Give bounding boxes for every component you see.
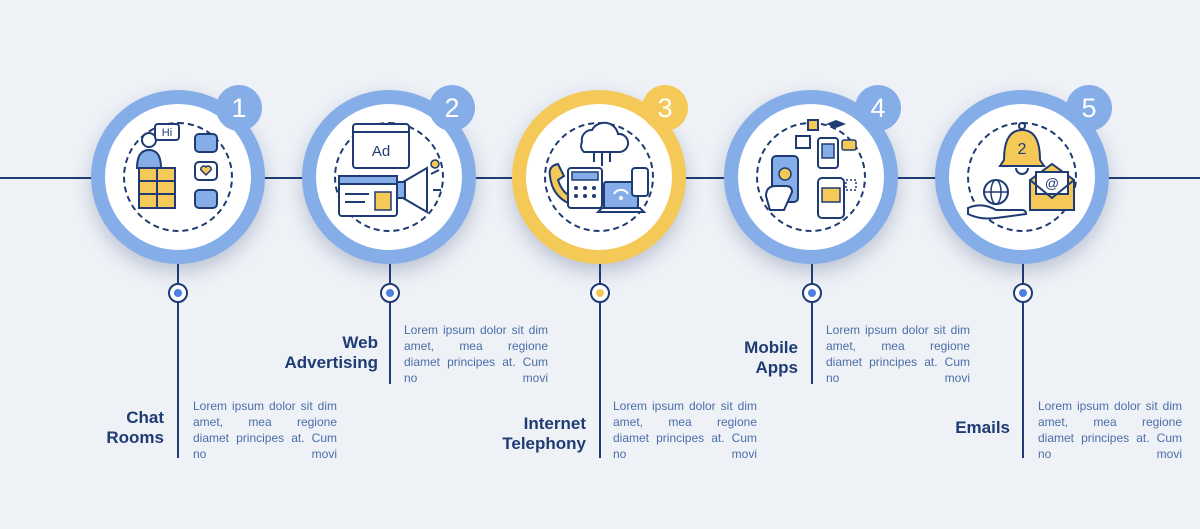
at-symbol: @ <box>1045 175 1059 191</box>
step-2-desc-line2: amet, mea regione <box>404 339 548 353</box>
step-2-title-line2: Advertising <box>284 353 378 372</box>
step-4-desc-line3: diamet principes at. Cum <box>826 355 970 369</box>
step-5-description: Lorem ipsum dolor sit dim amet, mea regi… <box>1038 398 1182 462</box>
step-1-desc-line3: diamet principes at. Cum <box>193 431 337 445</box>
step-4-title-line2: Apps <box>755 358 799 377</box>
step-2-marker <box>380 283 400 303</box>
internet-telephony-icon <box>548 121 649 213</box>
step-3-desc-line4: no movi <box>613 447 757 461</box>
step-1-number-badge: 1 <box>216 85 262 131</box>
step-3-desc-line1: Lorem ipsum dolor sit dim <box>613 399 757 413</box>
step-3-title-line1: Internet <box>523 414 586 433</box>
step-2-desc-line1: Lorem ipsum dolor sit dim <box>404 323 548 337</box>
ad-label: Ad <box>372 143 390 160</box>
step-3-desc-line2: amet, mea regione <box>613 415 757 429</box>
step-4-desc-line2: amet, mea regione <box>826 339 970 353</box>
step-5-connector <box>1022 250 1024 458</box>
step-4-title: Mobile Apps <box>708 338 798 378</box>
step-1-title-line1: Chat <box>126 408 164 427</box>
mobile-apps-icon <box>764 119 857 219</box>
step-4-number-badge: 4 <box>855 85 901 131</box>
step-3-title-line2: Telephony <box>502 434 586 453</box>
step-5-desc-line1: Lorem ipsum dolor sit dim <box>1038 399 1182 413</box>
step-4-desc-line4: no movi <box>826 371 970 385</box>
step-2-description: Lorem ipsum dolor sit dim amet, mea regi… <box>404 322 548 386</box>
bell-number: 2 <box>1018 141 1027 158</box>
step-1-dashed-ring <box>123 122 233 232</box>
step-4-title-line1: Mobile <box>744 338 798 357</box>
step-1-desc-line4: no movi <box>193 447 337 461</box>
step-1-title: Chat Rooms <box>74 408 164 448</box>
step-5-desc-line4: no movi <box>1038 447 1182 461</box>
step-2-title: Web Advertising <box>266 333 378 373</box>
step-4-desc-line1: Lorem ipsum dolor sit dim <box>826 323 970 337</box>
chat-rooms-icon: Hi <box>135 123 218 209</box>
step-3-title: Internet Telephony <box>476 414 586 454</box>
step-5-marker <box>1013 283 1033 303</box>
step-3-marker <box>590 283 610 303</box>
step-4-marker <box>802 283 822 303</box>
step-5-desc-line2: amet, mea regione <box>1038 415 1182 429</box>
step-3-desc-line3: diamet principes at. Cum <box>613 431 757 445</box>
step-4-connector <box>811 250 813 384</box>
step-2-desc-line4: no movi <box>404 371 548 385</box>
step-1-description: Lorem ipsum dolor sit dim amet, mea regi… <box>193 398 337 462</box>
step-5-desc-line3: diamet principes at. Cum <box>1038 431 1182 445</box>
step-2-connector <box>389 250 391 384</box>
step-5-title-line2: Emails <box>955 418 1010 437</box>
step-1-desc-line2: amet, mea regione <box>193 415 337 429</box>
emails-icon: 2 @ <box>967 122 1075 220</box>
step-3-number-badge: 3 <box>642 85 688 131</box>
step-3-connector <box>599 250 601 458</box>
step-3-description: Lorem ipsum dolor sit dim amet, mea regi… <box>613 398 757 462</box>
step-1-marker <box>168 283 188 303</box>
step-1-title-line2: Rooms <box>106 428 164 447</box>
step-2-desc-line3: diamet principes at. Cum <box>404 355 548 369</box>
step-5-title: Emails <box>910 398 1010 438</box>
step-5-title-line1 <box>910 398 1010 418</box>
chat-bubble-label: Hi <box>162 127 172 139</box>
step-5-number-badge: 5 <box>1066 85 1112 131</box>
step-2-title-line1: Web <box>342 333 378 352</box>
step-1-connector <box>177 250 179 458</box>
web-advertising-icon: Ad <box>338 123 441 217</box>
step-1-desc-line1: Lorem ipsum dolor sit dim <box>193 399 337 413</box>
step-2-number-badge: 2 <box>429 85 475 131</box>
step-4-description: Lorem ipsum dolor sit dim amet, mea regi… <box>826 322 970 386</box>
